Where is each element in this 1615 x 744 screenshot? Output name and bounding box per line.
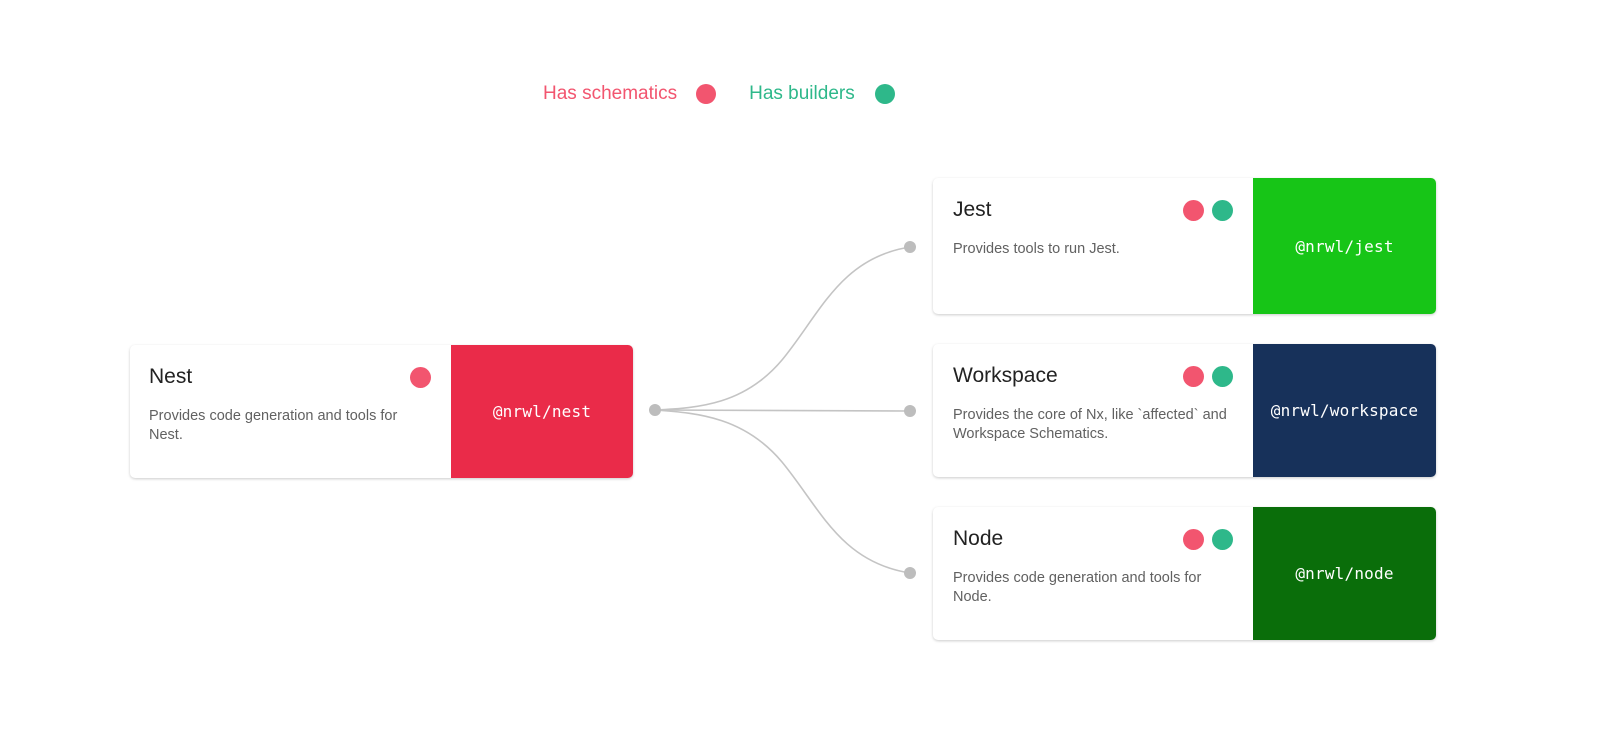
plugin-card-workspace[interactable]: Workspace Provides the core of Nx, like …	[933, 344, 1436, 477]
plugin-card-capability-dots	[410, 366, 431, 388]
plugin-package-banner: @nrwl/node	[1253, 507, 1436, 640]
plugin-card-capability-dots	[1183, 199, 1233, 221]
plugin-card-nest[interactable]: Nest Provides code generation and tools …	[130, 345, 633, 478]
plugin-card-body: Workspace Provides the core of Nx, like …	[933, 344, 1253, 477]
legend-item-builders: Has builders	[749, 80, 895, 108]
plugin-card-title: Node	[953, 527, 1004, 550]
builders-circle-icon	[1212, 528, 1233, 550]
schematics-circle-icon	[1183, 365, 1204, 387]
schematics-circle-icon	[1183, 199, 1204, 221]
plugin-card-capability-dots	[1183, 528, 1233, 550]
legend-label-builders: Has builders	[749, 83, 855, 104]
edge-nest-to-workspace	[654, 409, 911, 412]
plugin-card-description: Provides tools to run Jest.	[953, 241, 1120, 257]
legend: Has schematics Has builders	[543, 80, 895, 108]
plugin-card-jest[interactable]: Jest Provides tools to run Jest. @nrwl/j…	[933, 178, 1436, 314]
legend-item-schematics: Has schematics	[543, 80, 717, 108]
plugin-card-capability-dots	[1183, 365, 1233, 387]
edge-source-dot-nest	[649, 404, 661, 416]
plugin-card-body: Node Provides code generation and tools …	[933, 507, 1253, 640]
plugin-card-title: Workspace	[953, 364, 1058, 387]
schematics-circle-icon	[696, 84, 717, 104]
plugin-card-header: Workspace	[953, 362, 1233, 390]
plugin-package-banner: @nrwl/workspace	[1253, 344, 1436, 477]
edge-target-dot-workspace	[904, 405, 916, 417]
plugin-card-description: Provides the core of Nx, like `affected`…	[953, 407, 1227, 442]
edge-nest-to-jest	[654, 246, 911, 411]
plugin-card-header: Node	[953, 525, 1233, 553]
edge-target-dot-jest	[904, 241, 916, 253]
plugin-card-body: Nest Provides code generation and tools …	[130, 345, 451, 478]
plugin-package-banner: @nrwl/jest	[1253, 178, 1436, 314]
builders-circle-icon	[874, 84, 895, 104]
plugin-card-description: Provides code generation and tools for N…	[953, 570, 1202, 605]
plugin-card-header: Nest	[149, 363, 431, 391]
edge-nest-to-node	[654, 409, 911, 574]
builders-circle-icon	[1212, 199, 1233, 221]
legend-label-schematics: Has schematics	[543, 83, 678, 104]
plugin-card-title: Nest	[149, 365, 193, 388]
plugin-card-header: Jest	[953, 196, 1233, 224]
schematics-circle-icon	[1183, 528, 1204, 550]
plugin-card-body: Jest Provides tools to run Jest.	[933, 178, 1253, 314]
schematics-circle-icon	[410, 366, 431, 388]
edge-target-dot-node	[904, 567, 916, 579]
plugin-card-node[interactable]: Node Provides code generation and tools …	[933, 507, 1436, 640]
plugin-package-banner: @nrwl/nest	[451, 345, 633, 478]
plugin-card-description: Provides code generation and tools for N…	[149, 408, 398, 443]
builders-circle-icon	[1212, 365, 1233, 387]
plugin-card-title: Jest	[953, 198, 992, 221]
